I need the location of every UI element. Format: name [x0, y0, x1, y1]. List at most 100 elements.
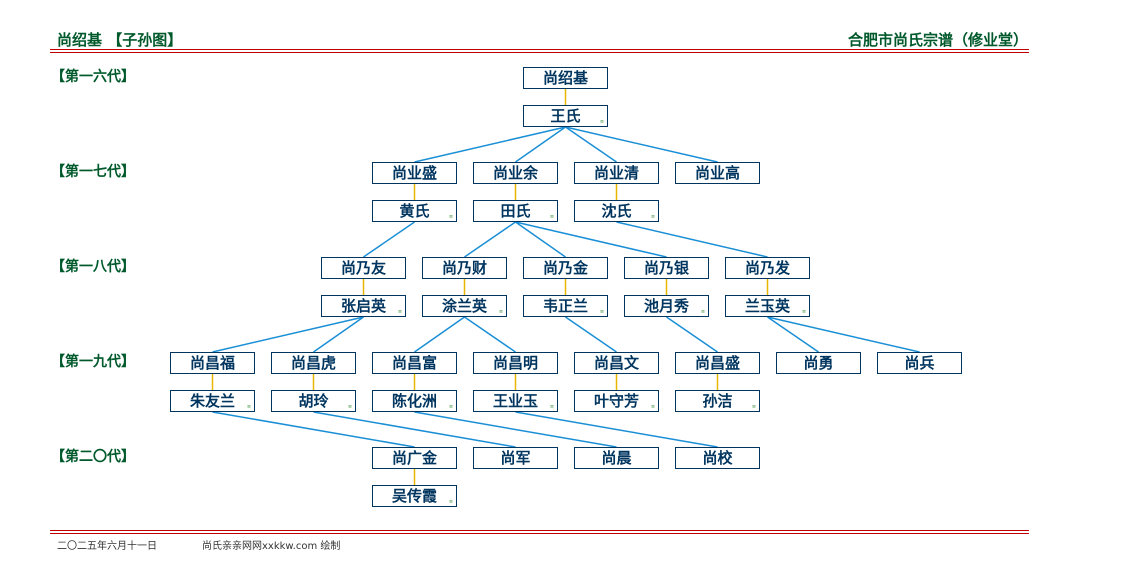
node-name: 尚绍基	[542, 69, 588, 87]
descent-link	[212, 316, 364, 353]
person-node[interactable]: 尚晨	[574, 447, 659, 469]
descent-link	[313, 316, 364, 353]
spouse-mark-icon: ≡	[347, 404, 353, 410]
spouse-mark-icon: ≡	[599, 119, 605, 125]
spouse-node[interactable]: 叶守芳 ≡	[574, 390, 659, 412]
node-name: 兰玉英	[744, 297, 790, 315]
person-node[interactable]: 尚昌文	[574, 352, 659, 374]
node-name: 尚昌富	[391, 354, 437, 372]
node-name: 胡玲	[298, 392, 329, 410]
node-name: 王业玉	[492, 392, 538, 410]
spouse-mark-icon: ≡	[397, 309, 403, 315]
node-name: 尚业盛	[391, 164, 437, 182]
person-node[interactable]: 尚昌福	[170, 352, 255, 374]
descent-link	[464, 316, 516, 353]
spouse-node[interactable]: 田氏 ≡	[473, 200, 558, 222]
descent-link	[464, 221, 516, 258]
person-node[interactable]: 尚昌明	[473, 352, 558, 374]
descent-link	[565, 126, 617, 163]
node-name: 尚乃发	[744, 259, 790, 277]
spouse-mark-icon: ≡	[549, 404, 555, 410]
person-node[interactable]: 尚昌富	[372, 352, 457, 374]
person-node[interactable]: 尚乃友	[321, 257, 406, 279]
person-node[interactable]: 尚乃发	[725, 257, 810, 279]
spouse-node[interactable]: 吴传霞 ≡	[372, 485, 457, 507]
person-node[interactable]: 尚业盛	[372, 162, 457, 184]
spouse-mark-icon: ≡	[599, 309, 605, 315]
person-node[interactable]: 尚乃银	[624, 257, 709, 279]
node-name: 韦正兰	[542, 297, 588, 315]
node-name: 朱友兰	[189, 392, 235, 410]
person-node[interactable]: 尚绍基	[523, 67, 608, 89]
node-name: 尚勇	[803, 354, 834, 372]
footer-site: 尚氏亲亲网网xxkkw.com 绘制	[202, 541, 341, 552]
node-name: 王氏	[550, 107, 581, 125]
descent-link	[616, 221, 768, 258]
person-node[interactable]: 尚昌盛	[675, 352, 760, 374]
spouse-mark-icon: ≡	[448, 404, 454, 410]
descent-link	[767, 316, 819, 353]
person-node[interactable]: 尚广金	[372, 447, 457, 469]
spouse-node[interactable]: 孙洁≡	[675, 390, 760, 412]
node-name: 尚广金	[391, 449, 437, 467]
generation-label: 【第一九代】	[51, 354, 135, 370]
spouse-node[interactable]: 池月秀≡	[624, 295, 709, 317]
node-name: 孙洁	[702, 392, 733, 410]
person-node[interactable]: 尚业清	[574, 162, 659, 184]
descent-link	[767, 316, 920, 353]
person-node[interactable]: 尚乃金	[523, 257, 608, 279]
spouse-node[interactable]: 朱友兰 ≡	[170, 390, 255, 412]
person-node[interactable]: 尚校	[675, 447, 760, 469]
spouse-mark-icon: ≡	[700, 309, 706, 315]
page-title: 尚绍基 【子孙图】	[57, 31, 183, 49]
footer-rule	[50, 533, 1029, 534]
node-name: 尚昌盛	[694, 354, 740, 372]
spouse-node[interactable]: 陈化洲 ≡	[372, 390, 457, 412]
spouse-node[interactable]: 张启英 ≡	[321, 295, 406, 317]
descent-link	[666, 316, 718, 353]
node-name: 田氏	[500, 202, 531, 220]
person-node[interactable]: 尚业余	[473, 162, 558, 184]
node-name: 陈化洲	[391, 392, 437, 410]
descent-link	[414, 411, 617, 448]
person-node[interactable]: 尚军	[473, 447, 558, 469]
spouse-mark-icon: ≡	[650, 404, 656, 410]
spouse-node[interactable]: 王业玉 ≡	[473, 390, 558, 412]
node-name: 吴传霞	[391, 487, 437, 505]
node-name: 尚昌虎	[290, 354, 336, 372]
node-name: 尚校	[702, 449, 733, 467]
spouse-mark-icon: ≡	[246, 404, 252, 410]
spouse-node[interactable]: 韦正兰 ≡	[523, 295, 608, 317]
descent-link	[313, 411, 516, 448]
spouse-node[interactable]: 王氏 ≡	[523, 105, 608, 127]
footer-date: 二〇二五年六月十一日	[57, 541, 157, 552]
spouse-mark-icon: ≡	[549, 214, 555, 220]
spouse-node[interactable]: 涂兰英≡	[422, 295, 507, 317]
spouse-node[interactable]: 沈氏 ≡	[574, 200, 659, 222]
person-node[interactable]: 尚昌虎	[271, 352, 356, 374]
descent-link	[515, 221, 667, 258]
spouse-node[interactable]: 胡玲 ≡	[271, 390, 356, 412]
person-node[interactable]: 尚勇	[776, 352, 861, 374]
footer-rule	[50, 530, 1029, 531]
spouse-mark-icon: ≡	[448, 499, 454, 505]
node-name: 尚业清	[593, 164, 639, 182]
node-name: 叶守芳	[593, 392, 639, 410]
spouse-node[interactable]: 兰玉英 ≡	[725, 295, 810, 317]
node-name: 沈氏	[601, 202, 632, 220]
descent-link	[414, 316, 465, 353]
descent-link	[515, 411, 718, 448]
descent-link	[212, 411, 415, 448]
spouse-node[interactable]: 黄氏≡	[372, 200, 457, 222]
spouse-mark-icon: ≡	[650, 214, 656, 220]
descent-link	[515, 126, 566, 163]
node-name: 张启英	[340, 297, 386, 315]
person-node[interactable]: 尚乃财	[422, 257, 507, 279]
generation-label: 【第二〇代】	[51, 449, 135, 465]
person-node[interactable]: 尚业高	[675, 162, 760, 184]
node-name: 尚昌文	[593, 354, 639, 372]
node-name: 尚乃友	[340, 259, 386, 277]
person-node[interactable]: 尚兵	[877, 352, 962, 374]
spouse-mark-icon: ≡	[801, 309, 807, 315]
